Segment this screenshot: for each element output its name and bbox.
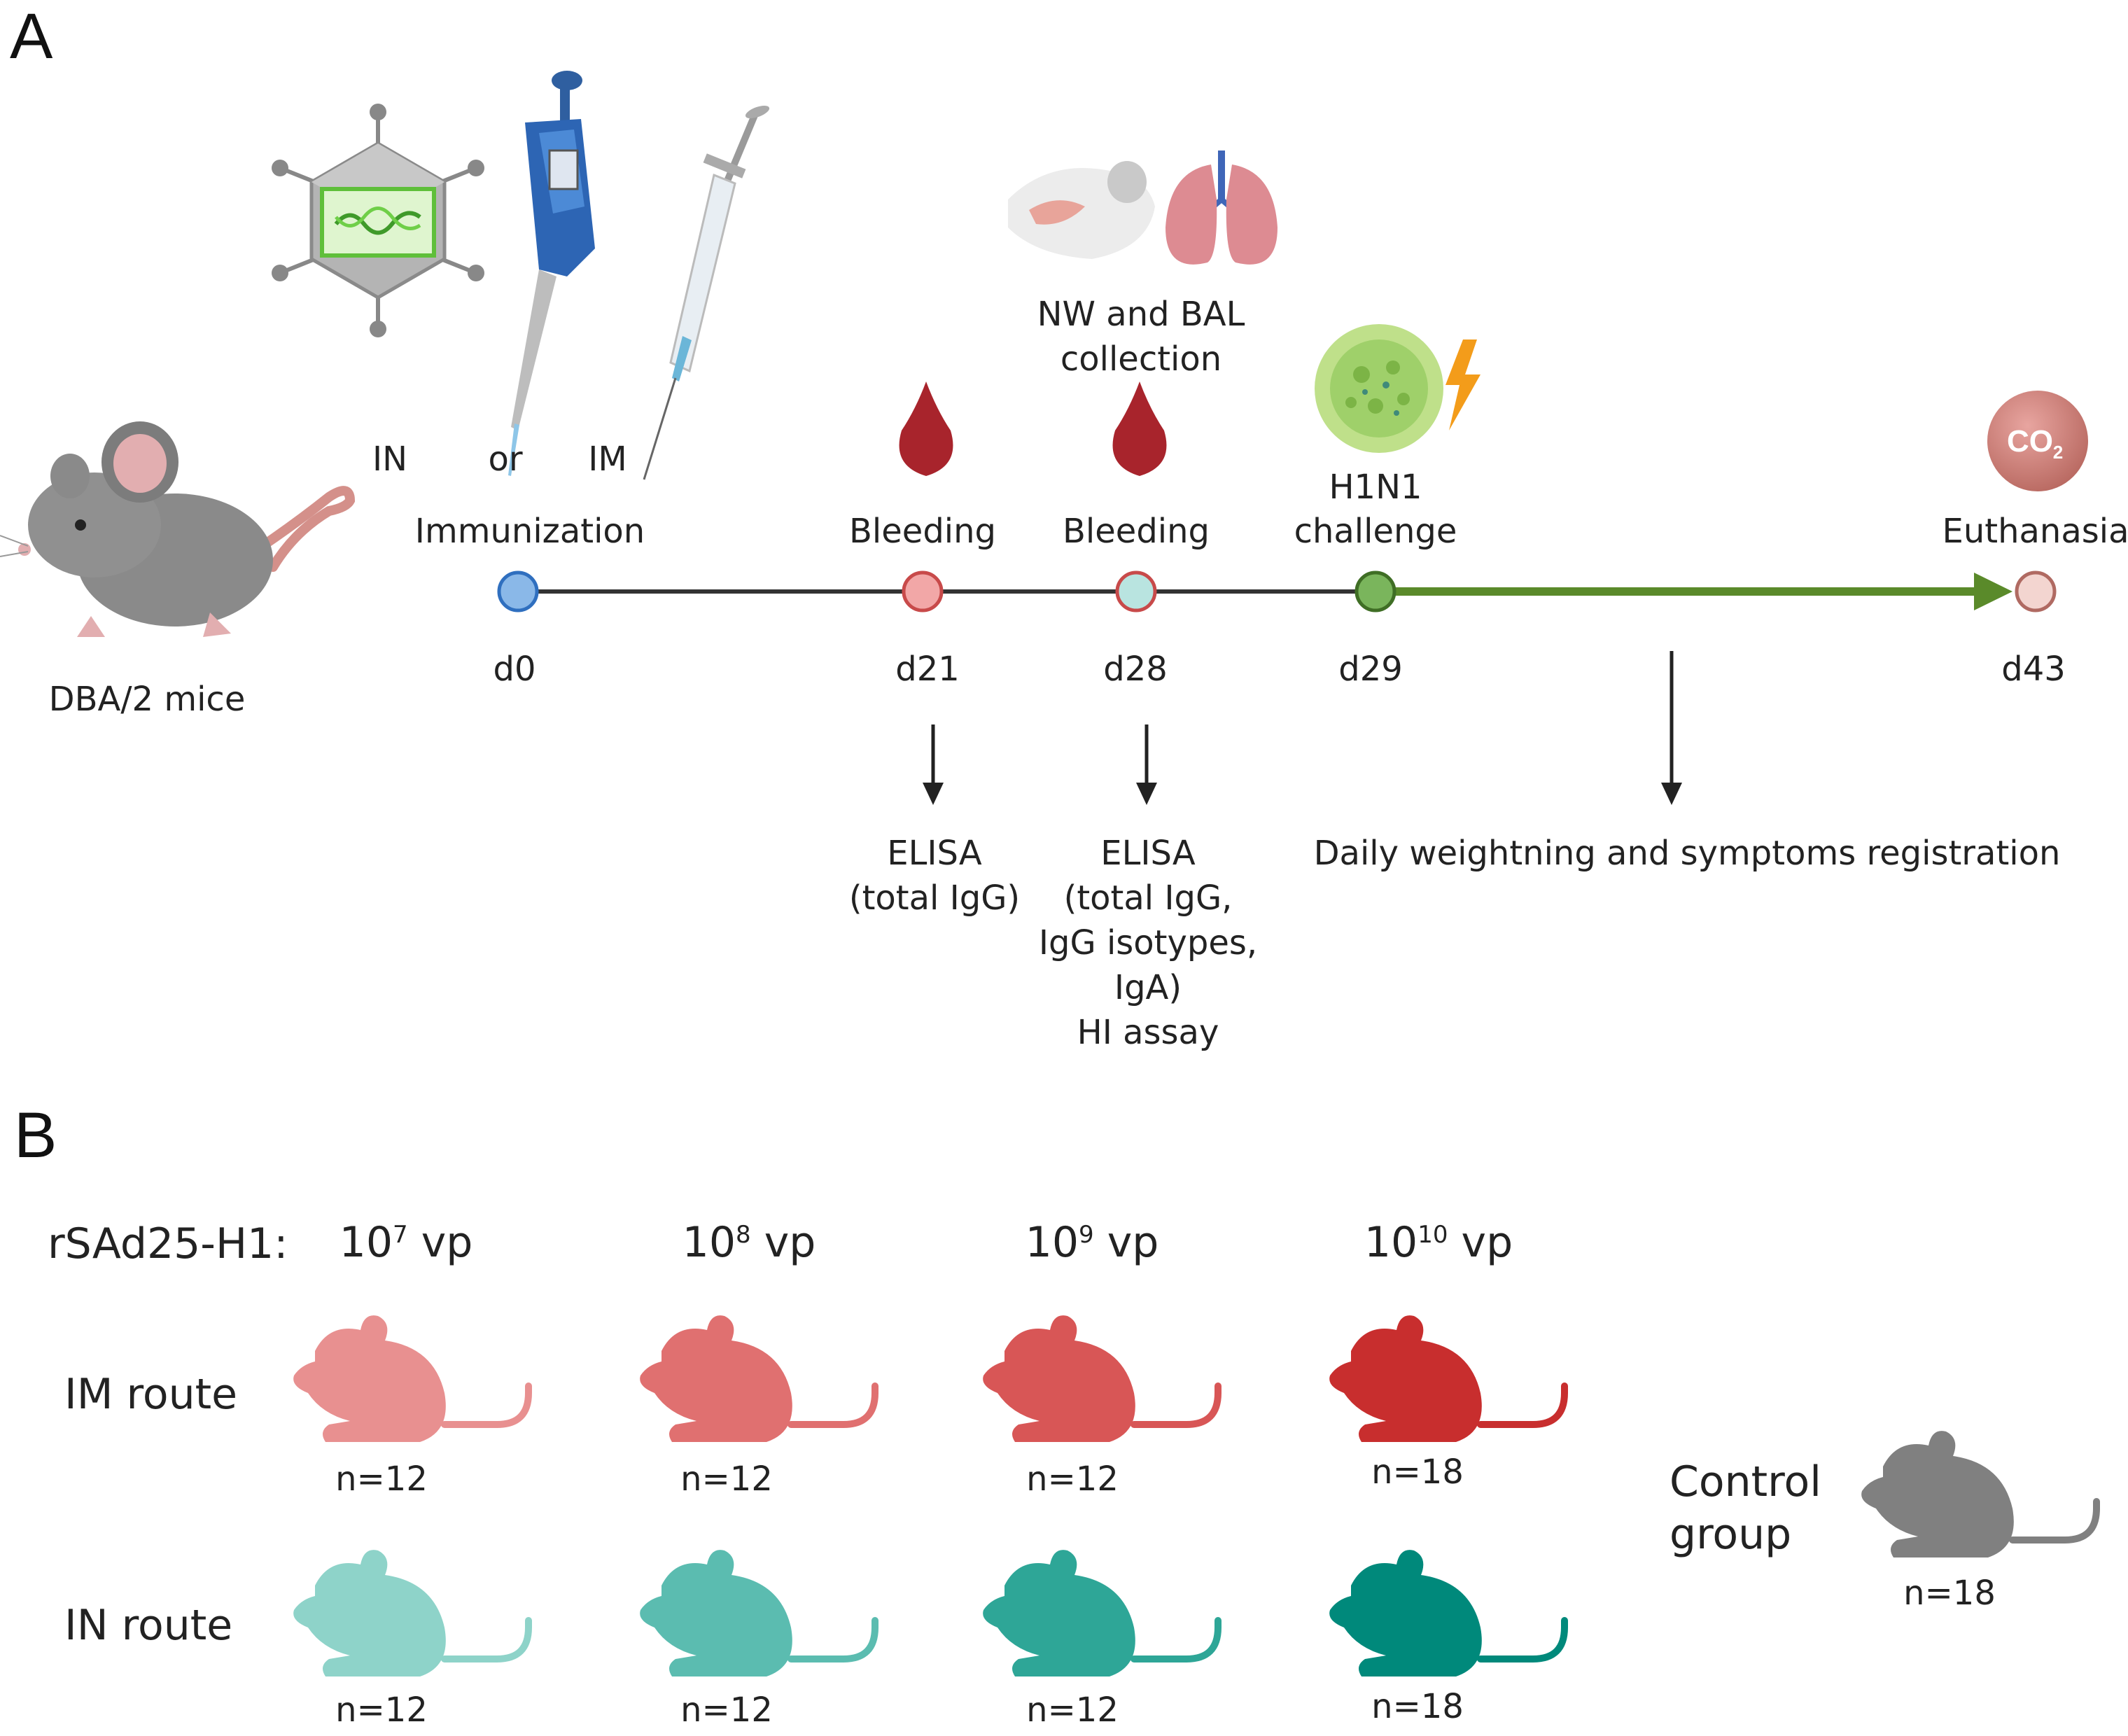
n-label-im-1e8: n=12 [680, 1460, 773, 1499]
in-route-label: IN route [64, 1601, 233, 1650]
mouse-icon-im-1e7 [293, 1315, 532, 1442]
assay-d28-line4: IgA) [1114, 968, 1182, 1007]
mouse-icon-in-1e7 [293, 1550, 532, 1676]
route-im-label: IM [588, 440, 627, 479]
route-in-label: IN [372, 440, 408, 479]
event-label-euthanasia: Euthanasia [1942, 512, 2128, 551]
timeline-node-d43 [2015, 570, 2057, 612]
n-label-in-1e9: n=12 [1026, 1690, 1119, 1730]
im-route-label: IM route [64, 1370, 238, 1419]
event-label-immunization: Immunization [414, 512, 645, 551]
dose-label-1e9: 109 vp [1025, 1218, 1159, 1267]
event-label-h1n1: H1N1 [1329, 468, 1422, 507]
co2-icon: CO 2 [1987, 391, 2088, 491]
vaccine-label: rSAd25-H1: [48, 1219, 288, 1268]
day-label-d0: d0 [493, 650, 536, 689]
n-label-im-1e7: n=12 [335, 1460, 428, 1499]
event-label-bleeding-d28: Bleeding [1062, 512, 1210, 551]
collection-label-line2: collection [1060, 340, 1222, 379]
assay-d28-line3: IgG isotypes, [1038, 923, 1258, 962]
mouse-lungs-icon [1008, 150, 1278, 265]
influenza-virus-icon [1315, 324, 1480, 453]
mouse-icon-im-1e10 [1329, 1315, 1568, 1442]
blood-drop-icon [1112, 382, 1167, 476]
co2-subscript: 2 [2053, 442, 2063, 463]
panel-b-letter: B [14, 1100, 57, 1171]
mouse-icon-in-1e9 [983, 1550, 1222, 1676]
collection-label-line1: NW and BAL [1037, 295, 1245, 334]
subject-label: DBA/2 mice [48, 680, 246, 719]
adenovirus-icon [272, 104, 484, 337]
assay-d28-line5: HI assay [1077, 1013, 1219, 1052]
panel-a-letter: A [10, 1, 53, 72]
control-label-line2: group [1670, 1510, 1792, 1559]
assay-d21-line2: (total IgG) [848, 878, 1021, 918]
timeline [497, 570, 2057, 805]
down-arrow-icon [1661, 783, 1682, 805]
n-label-in-1e8: n=12 [680, 1690, 773, 1730]
mouse-icon-im-1e8 [640, 1315, 878, 1442]
event-label-challenge: challenge [1294, 512, 1457, 551]
dose-label-1e7: 107 vp [339, 1218, 473, 1267]
timeline-node-d29 [1354, 570, 1396, 612]
n-label-control: n=18 [1903, 1574, 1996, 1613]
assay-d21-line1: ELISA [887, 834, 982, 873]
mouse-icon-in-1e10 [1329, 1550, 1568, 1676]
pipette-icon [508, 71, 595, 476]
assay-daily-label: Daily weightning and symptoms registrati… [1313, 834, 2061, 873]
dose-label-1e10: 1010 vp [1364, 1218, 1513, 1267]
day-label-d28: d28 [1103, 650, 1168, 689]
day-label-d29: d29 [1338, 650, 1403, 689]
n-label-in-1e10: n=18 [1371, 1687, 1464, 1726]
control-label-line1: Control [1670, 1457, 1821, 1506]
blood-drop-icon [899, 382, 953, 476]
day-label-d21: d21 [895, 650, 960, 689]
n-label-im-1e10: n=18 [1371, 1452, 1464, 1492]
route-or-label: or [488, 440, 523, 479]
n-label-in-1e7: n=12 [335, 1690, 428, 1730]
day-label-d43: d43 [2001, 650, 2066, 689]
timeline-node-d21 [902, 570, 944, 612]
mouse-icon-control [1861, 1431, 2100, 1558]
syringe-icon [643, 105, 770, 480]
gray-mouse-icon [0, 421, 356, 637]
timeline-node-d28 [1115, 570, 1157, 612]
event-label-bleeding-d21: Bleeding [848, 512, 997, 551]
n-label-im-1e9: n=12 [1026, 1460, 1119, 1499]
down-arrow-icon [1136, 783, 1157, 805]
arrowhead-icon [1974, 573, 2012, 610]
mouse-icon-im-1e9 [983, 1315, 1222, 1442]
dose-label-1e8: 108 vp [682, 1218, 816, 1267]
down-arrow-icon [923, 783, 944, 805]
timeline-node-d0 [497, 570, 539, 612]
assay-d28-line1: ELISA [1100, 834, 1196, 873]
mouse-icon-in-1e8 [640, 1550, 878, 1676]
co2-text: CO [2007, 424, 2053, 458]
assay-d28-line2: (total IgG, [1063, 878, 1233, 918]
